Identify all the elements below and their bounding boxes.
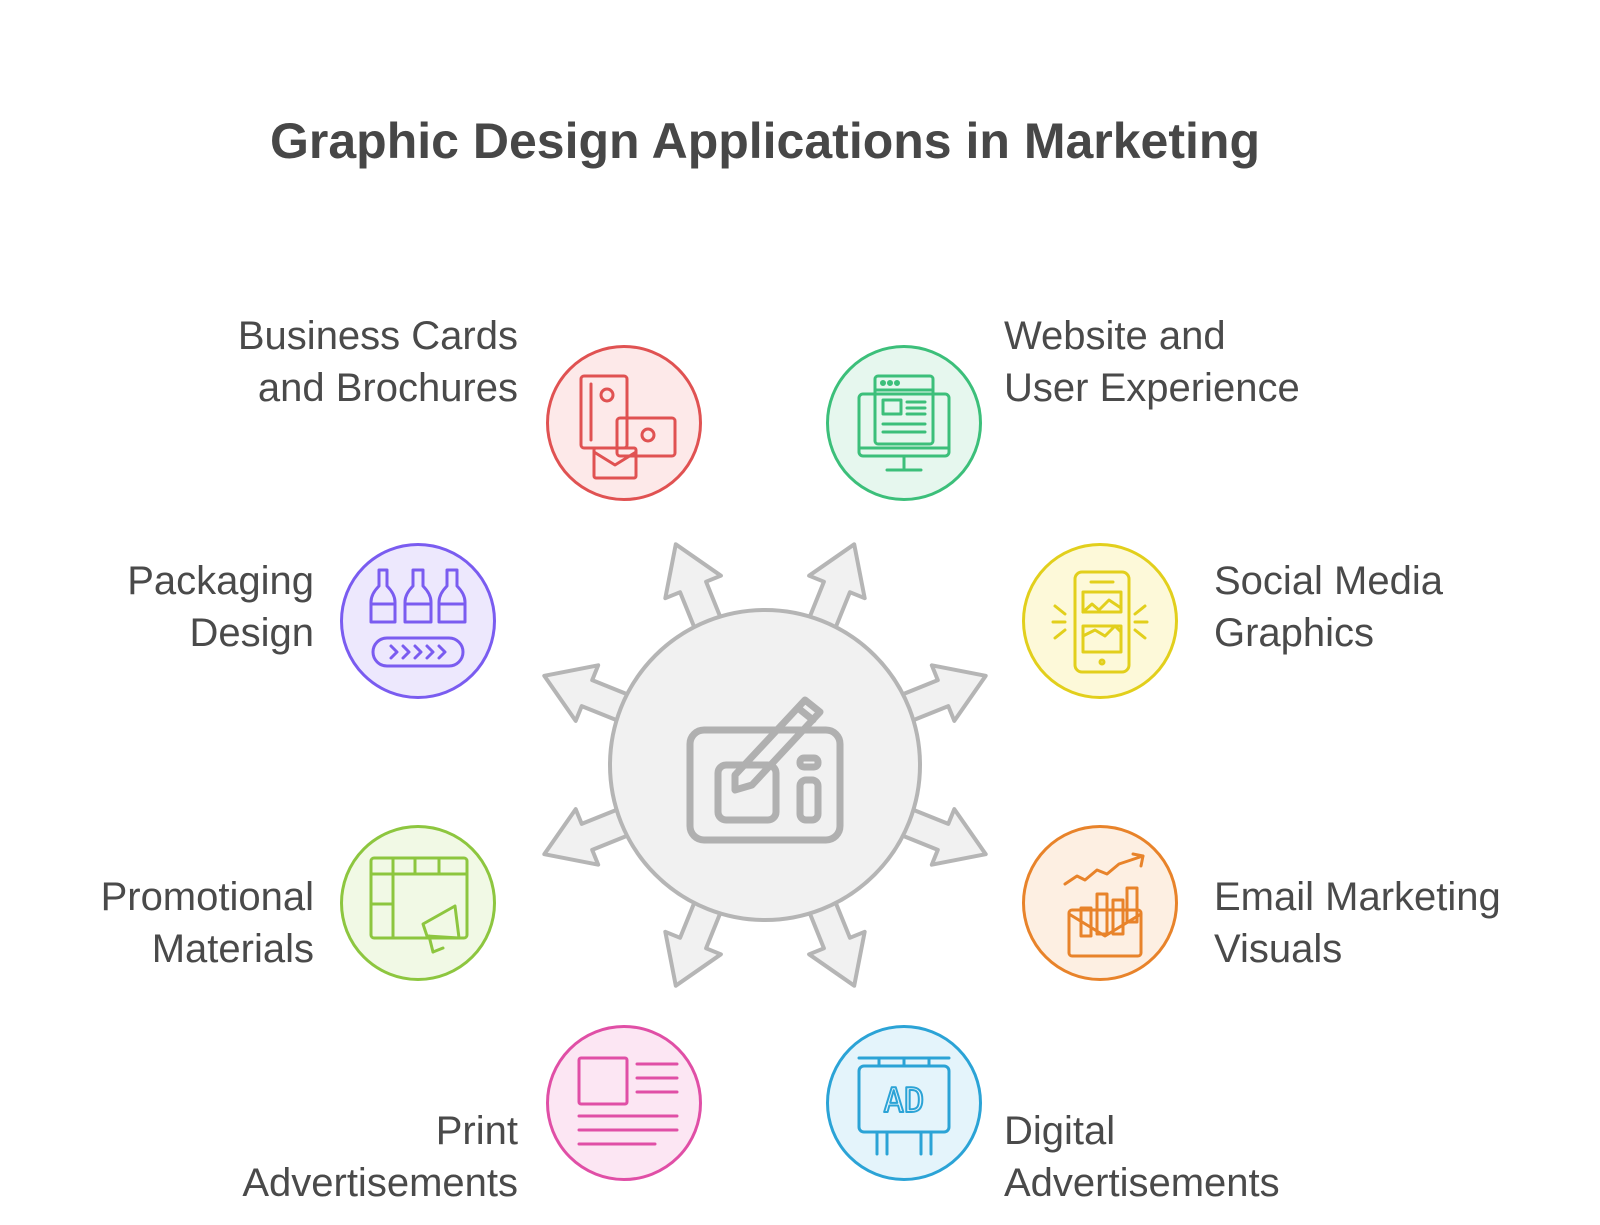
- arrows: [542, 542, 988, 988]
- page-title: Graphic Design Applications in Marketing: [270, 113, 1260, 169]
- email-marketing-node: [1022, 825, 1178, 981]
- label-email: Email Marketing Visuals: [1214, 871, 1501, 975]
- print-advertisements-node: [546, 1025, 702, 1181]
- newspaper-layout-icon: [577, 1056, 679, 1146]
- label-line: Visuals: [1214, 927, 1343, 971]
- label-print-ads: Print Advertisements: [242, 1105, 518, 1209]
- label-digital-ads: Digital Advertisements: [1004, 1105, 1280, 1209]
- label-line: Digital: [1004, 1109, 1116, 1153]
- billboard-ad-icon: AD: [857, 1056, 951, 1156]
- social-media-node: [1022, 543, 1178, 699]
- label-business-cards: Business Cards and Brochures: [238, 310, 518, 414]
- business-card-brochure-icon: [579, 374, 677, 480]
- ad-text: AD: [884, 1081, 925, 1121]
- label-line: User Experience: [1004, 366, 1300, 410]
- label-website: Website and User Experience: [1004, 310, 1300, 414]
- label-social-media: Social Media Graphics: [1214, 555, 1443, 659]
- business-cards-node: [546, 345, 702, 501]
- bottles-conveyor-icon: [369, 568, 467, 668]
- drawing-tablet-pen-icon: [686, 696, 844, 844]
- label-line: Website and: [1004, 314, 1226, 358]
- packaging-design-node: [340, 543, 496, 699]
- label-line: Advertisements: [1004, 1161, 1280, 1205]
- label-line: and Brochures: [257, 366, 518, 410]
- label-line: Promotional: [100, 875, 314, 919]
- label-line: Packaging: [127, 559, 314, 603]
- label-promotional: Promotional Materials: [101, 871, 314, 975]
- center-hub: [608, 608, 922, 922]
- label-packaging: Packaging Design: [127, 555, 314, 659]
- website-monitor-icon: [857, 374, 951, 472]
- label-line: Social Media: [1214, 559, 1444, 603]
- digital-advertisements-node: AD: [826, 1025, 982, 1181]
- label-line: Graphics: [1214, 611, 1375, 655]
- storefront-megaphone-icon: [369, 856, 469, 954]
- promotional-materials-node: [340, 825, 496, 981]
- email-chart-icon: [1063, 852, 1145, 958]
- label-line: Business Cards: [237, 314, 518, 358]
- label-line: Advertisements: [242, 1161, 518, 1205]
- label-line: Email Marketing: [1214, 875, 1501, 919]
- label-line: Materials: [151, 927, 314, 971]
- smartphone-graphics-icon: [1051, 570, 1149, 674]
- label-line: Design: [189, 611, 314, 655]
- label-line: Print: [435, 1109, 518, 1153]
- website-node: [826, 345, 982, 501]
